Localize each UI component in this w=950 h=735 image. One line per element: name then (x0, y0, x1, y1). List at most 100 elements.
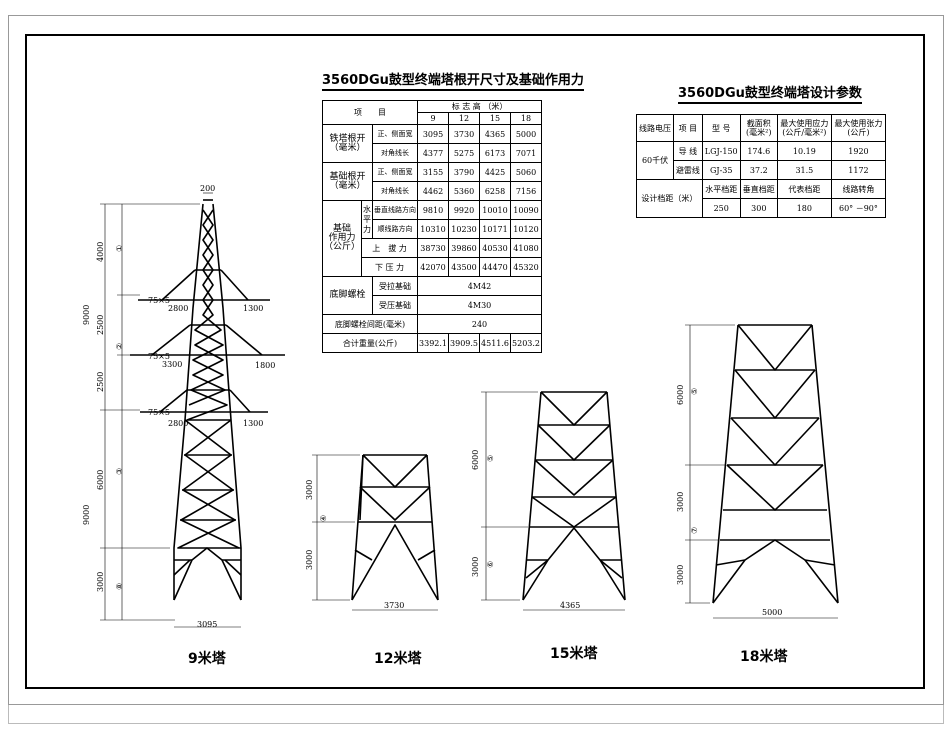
cell: 6173 (479, 143, 512, 163)
seg1-label: 4000 (96, 241, 105, 262)
conductor-label: 导 线 (673, 141, 703, 161)
cell: 4M30 (417, 295, 543, 315)
cell: 10.19 (776, 141, 832, 161)
cell: 31.5 (776, 160, 832, 180)
outer-frame (8, 15, 944, 705)
num-upper-label: ⑤ (486, 454, 495, 462)
cell: 43500 (448, 257, 481, 277)
root-table-title: 3560DGu鼓型终端塔根开尺寸及基础作用力 (322, 69, 584, 91)
cell: 10230 (448, 219, 481, 239)
force-label: 基础 作用力 （公斤） (321, 200, 363, 277)
angle-label-1: 75×5 (148, 296, 170, 305)
num3-label: ③ (115, 467, 124, 475)
num2-label: ② (115, 342, 124, 350)
seg-mid-label: 3000 (676, 491, 685, 512)
cell: 300 (739, 198, 778, 218)
seg-upper-label: 3000 (305, 479, 314, 500)
total-upper-label: 9000 (82, 304, 91, 325)
cell: 3392.1 (417, 333, 450, 353)
base-width-label: 3730 (384, 601, 405, 610)
cell: 45320 (510, 257, 543, 277)
cell: 4462 (417, 181, 450, 201)
cell: 10120 (510, 219, 543, 239)
base-width-label: 4365 (560, 601, 581, 610)
cell: 60° －90° (830, 198, 887, 218)
cell: 44470 (479, 257, 512, 277)
num-top-label: ⑤ (690, 387, 699, 395)
cell: 7071 (510, 143, 543, 163)
cell: LGJ-150 (701, 141, 741, 161)
front-side-label: 正、侧面宽 (372, 162, 419, 182)
angle-label-2: 75×5 (148, 352, 170, 361)
header-vspan: 垂直档距 (739, 179, 778, 199)
tower-root-label: 铁塔根开 （毫米） (321, 124, 374, 163)
cell: 10171 (479, 219, 512, 239)
along-label: 顺线路方向 (372, 219, 419, 239)
tower-18m-caption: 18米塔 (740, 649, 788, 665)
header-angle: 线路转角 (830, 179, 887, 199)
drawing-border (25, 34, 925, 689)
cell: 6258 (479, 181, 512, 201)
base-width-label: 3095 (197, 620, 218, 629)
header-area: 截面积 (毫米²) (739, 114, 778, 142)
seg4-label: 6000 (96, 469, 105, 490)
ground-wire-label: 避雷线 (673, 160, 703, 180)
cell: 1172 (830, 160, 887, 180)
tower-15m-caption: 15米塔 (550, 646, 598, 662)
cell: 37.2 (739, 160, 778, 180)
root-dimension-table: 项 目 标 志 高 （米） 9 12 15 18 铁塔根开 （毫米） 正、侧面宽… (321, 100, 543, 353)
bolt-spacing-label: 底脚螺栓间距(毫米) (321, 314, 419, 334)
cell: 4511.6 (479, 333, 512, 353)
seg2-label: 2500 (96, 314, 105, 335)
height-18: 18 (510, 112, 543, 125)
tower-18m (712, 324, 839, 604)
num8-label: ⑧ (115, 582, 124, 590)
tower-15m (522, 391, 626, 601)
foundation-root-label: 基础根开 （毫米） (321, 162, 374, 201)
arm2-right-label: 1800 (255, 361, 276, 370)
diagonal-label: 对角线长 (372, 181, 419, 201)
cell: 3155 (417, 162, 450, 182)
header-rspan: 代表档距 (776, 179, 832, 199)
compression-label: 受压基础 (372, 295, 419, 315)
header-stress: 最大使用应力 (公斤/毫米²) (776, 114, 832, 142)
cell: 10010 (479, 200, 512, 220)
header-hspan: 水平档距 (701, 179, 741, 199)
cell: 9810 (417, 200, 450, 220)
cell: 5360 (448, 181, 481, 201)
cell: 38730 (417, 238, 450, 258)
cell: 7156 (510, 181, 543, 201)
seg-lower-label: 3000 (471, 556, 480, 577)
down-label: 下 压 力 (361, 257, 419, 277)
top-width-label: 200 (200, 184, 216, 193)
total-lower-label: 9000 (82, 504, 91, 525)
arm1-right-label: 1300 (243, 304, 264, 313)
cell: 3095 (417, 124, 450, 144)
angle-label-3: 75×5 (148, 408, 170, 417)
header-type: 型 号 (701, 114, 741, 142)
seg5-label: 3000 (96, 571, 105, 592)
cell: 250 (701, 198, 741, 218)
cell: 39860 (448, 238, 481, 258)
voltage-cell: 60千伏 (635, 141, 675, 180)
num-lower-label: ⑥ (486, 560, 495, 568)
height-9: 9 (417, 112, 450, 125)
seg-low-label: 3000 (676, 564, 685, 585)
perp-label: 垂直线路方向 (372, 200, 419, 220)
cell: 41080 (510, 238, 543, 258)
cell: 1920 (830, 141, 887, 161)
header-height: 标 志 高 （米） (417, 100, 543, 113)
design-table-title: 3560DGu鼓型终端塔设计参数 (678, 82, 862, 104)
cell: 3730 (448, 124, 481, 144)
front-side-label: 正、侧面宽 (372, 124, 419, 144)
span-label: 设计档距（米） (636, 179, 703, 218)
header-item: 项 目 (321, 100, 419, 125)
num-mid-label: ⑦ (690, 526, 699, 534)
cell: 3909.5 (448, 333, 481, 353)
cell: 42070 (417, 257, 450, 277)
cell: 180 (776, 198, 832, 218)
design-parameter-table: 线路电压 项 目 型 号 截面积 (毫米²) 最大使用应力 (公斤/毫米²) 最… (635, 114, 887, 218)
cell: 3790 (448, 162, 481, 182)
cell: 5060 (510, 162, 543, 182)
weight-label: 合计重量(公斤) (321, 333, 419, 353)
